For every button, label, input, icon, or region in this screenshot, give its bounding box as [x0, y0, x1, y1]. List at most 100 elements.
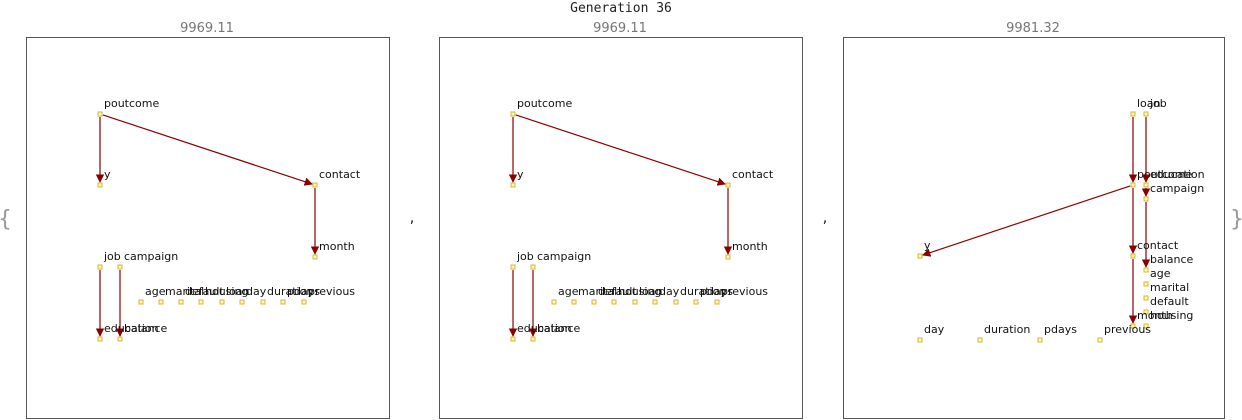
node-label: month	[319, 240, 355, 253]
node-marker	[1143, 267, 1149, 273]
node-marker	[97, 111, 103, 117]
node-label: y	[104, 168, 111, 181]
node-duration: duration	[977, 323, 1030, 343]
node-marker	[1130, 323, 1136, 329]
graph-edges	[508, 114, 733, 337]
node-label: loan	[1137, 97, 1161, 110]
node-label: campaign	[1150, 182, 1204, 195]
node-housing: housing	[1143, 309, 1193, 329]
graph-score: 9969.11	[593, 21, 647, 36]
node-contact: contact	[1130, 239, 1179, 259]
node-marker	[260, 299, 266, 305]
node-label: balance	[537, 322, 581, 335]
node-education: education	[1143, 168, 1205, 188]
graph-frame	[439, 37, 803, 419]
node-label: y	[517, 168, 524, 181]
node-label: education	[517, 322, 572, 335]
node-label: pdays	[1044, 323, 1077, 336]
node-marker	[239, 299, 245, 305]
node-marker	[312, 254, 318, 260]
node-marker	[917, 253, 923, 259]
node-label: pdays	[700, 285, 733, 298]
node-label: duration	[984, 323, 1030, 336]
node-marker	[591, 299, 597, 305]
node-label: contact	[1137, 239, 1179, 252]
node-label: education	[104, 322, 159, 335]
node-marker	[1037, 337, 1043, 343]
node-marker	[714, 299, 720, 305]
node-label: y	[924, 239, 931, 252]
node-marker	[917, 337, 923, 343]
node-housing: housing	[198, 285, 248, 305]
node-marker	[725, 254, 731, 260]
node-label: poutcome	[517, 97, 572, 110]
node-poutcome: poutcome	[510, 97, 572, 117]
node-balance: balance	[1143, 253, 1194, 273]
node-marital: marital	[1143, 281, 1189, 301]
node-marker	[725, 182, 731, 188]
node-month: month	[312, 240, 355, 260]
node-marker	[219, 299, 225, 305]
node-label: contact	[319, 168, 361, 181]
node-job: job	[510, 250, 534, 270]
node-duration: duration	[260, 285, 313, 305]
node-marker	[673, 299, 679, 305]
node-campaign: campaign	[530, 250, 591, 270]
node-y: y	[510, 168, 524, 188]
node-loan: loan	[1130, 97, 1161, 117]
node-marker	[97, 336, 103, 342]
edge-poutcome-to-y	[922, 185, 1131, 257]
node-marker	[1143, 295, 1149, 301]
edge-poutcome-to-contact	[515, 114, 726, 186]
node-label: age	[145, 285, 166, 298]
node-education: education	[97, 322, 159, 342]
node-day: day	[652, 285, 680, 305]
node-pdays: pdays	[1037, 323, 1077, 343]
node-label: default	[1150, 295, 1189, 308]
node-marker	[652, 299, 658, 305]
node-marker	[571, 299, 577, 305]
node-marital: marital	[571, 285, 617, 305]
node-label: marital	[1150, 281, 1189, 294]
node-marker	[510, 182, 516, 188]
node-label: day	[924, 323, 945, 336]
node-housing: housing	[611, 285, 661, 305]
node-previous: previous	[1097, 323, 1151, 343]
node-label: default	[598, 285, 637, 298]
node-label: previous	[721, 285, 768, 298]
node-label: pdays	[287, 285, 320, 298]
node-label: marital	[165, 285, 204, 298]
node-marker	[611, 299, 617, 305]
node-label: marital	[578, 285, 617, 298]
node-balance: balance	[530, 322, 581, 342]
node-label: duration	[267, 285, 313, 298]
close-brace: }	[1230, 207, 1242, 232]
graph-panel-3: 9981.32 loanjobpoutcomeeducationcampaign…	[843, 21, 1225, 419]
separator-2: ,	[823, 208, 828, 226]
node-contact: contact	[725, 168, 774, 188]
graph-edges	[95, 114, 320, 337]
node-marker	[693, 299, 699, 305]
node-day: day	[917, 323, 945, 343]
node-marker	[632, 299, 638, 305]
node-default: default	[1143, 295, 1189, 315]
node-y: y	[97, 168, 111, 188]
node-label: duration	[680, 285, 726, 298]
node-marker	[1097, 337, 1103, 343]
node-marker	[158, 299, 164, 305]
node-marker	[1143, 281, 1149, 287]
node-label: housing	[1150, 309, 1193, 322]
node-job: job	[97, 250, 121, 270]
node-y: y	[917, 239, 931, 259]
node-marker	[280, 299, 286, 305]
node-marker	[1143, 196, 1149, 202]
node-previous: previous	[301, 285, 355, 305]
node-contact: contact	[312, 168, 361, 188]
node-marker	[117, 336, 123, 342]
node-default: default	[591, 285, 637, 305]
node-marker	[1143, 111, 1149, 117]
node-marker	[138, 299, 144, 305]
